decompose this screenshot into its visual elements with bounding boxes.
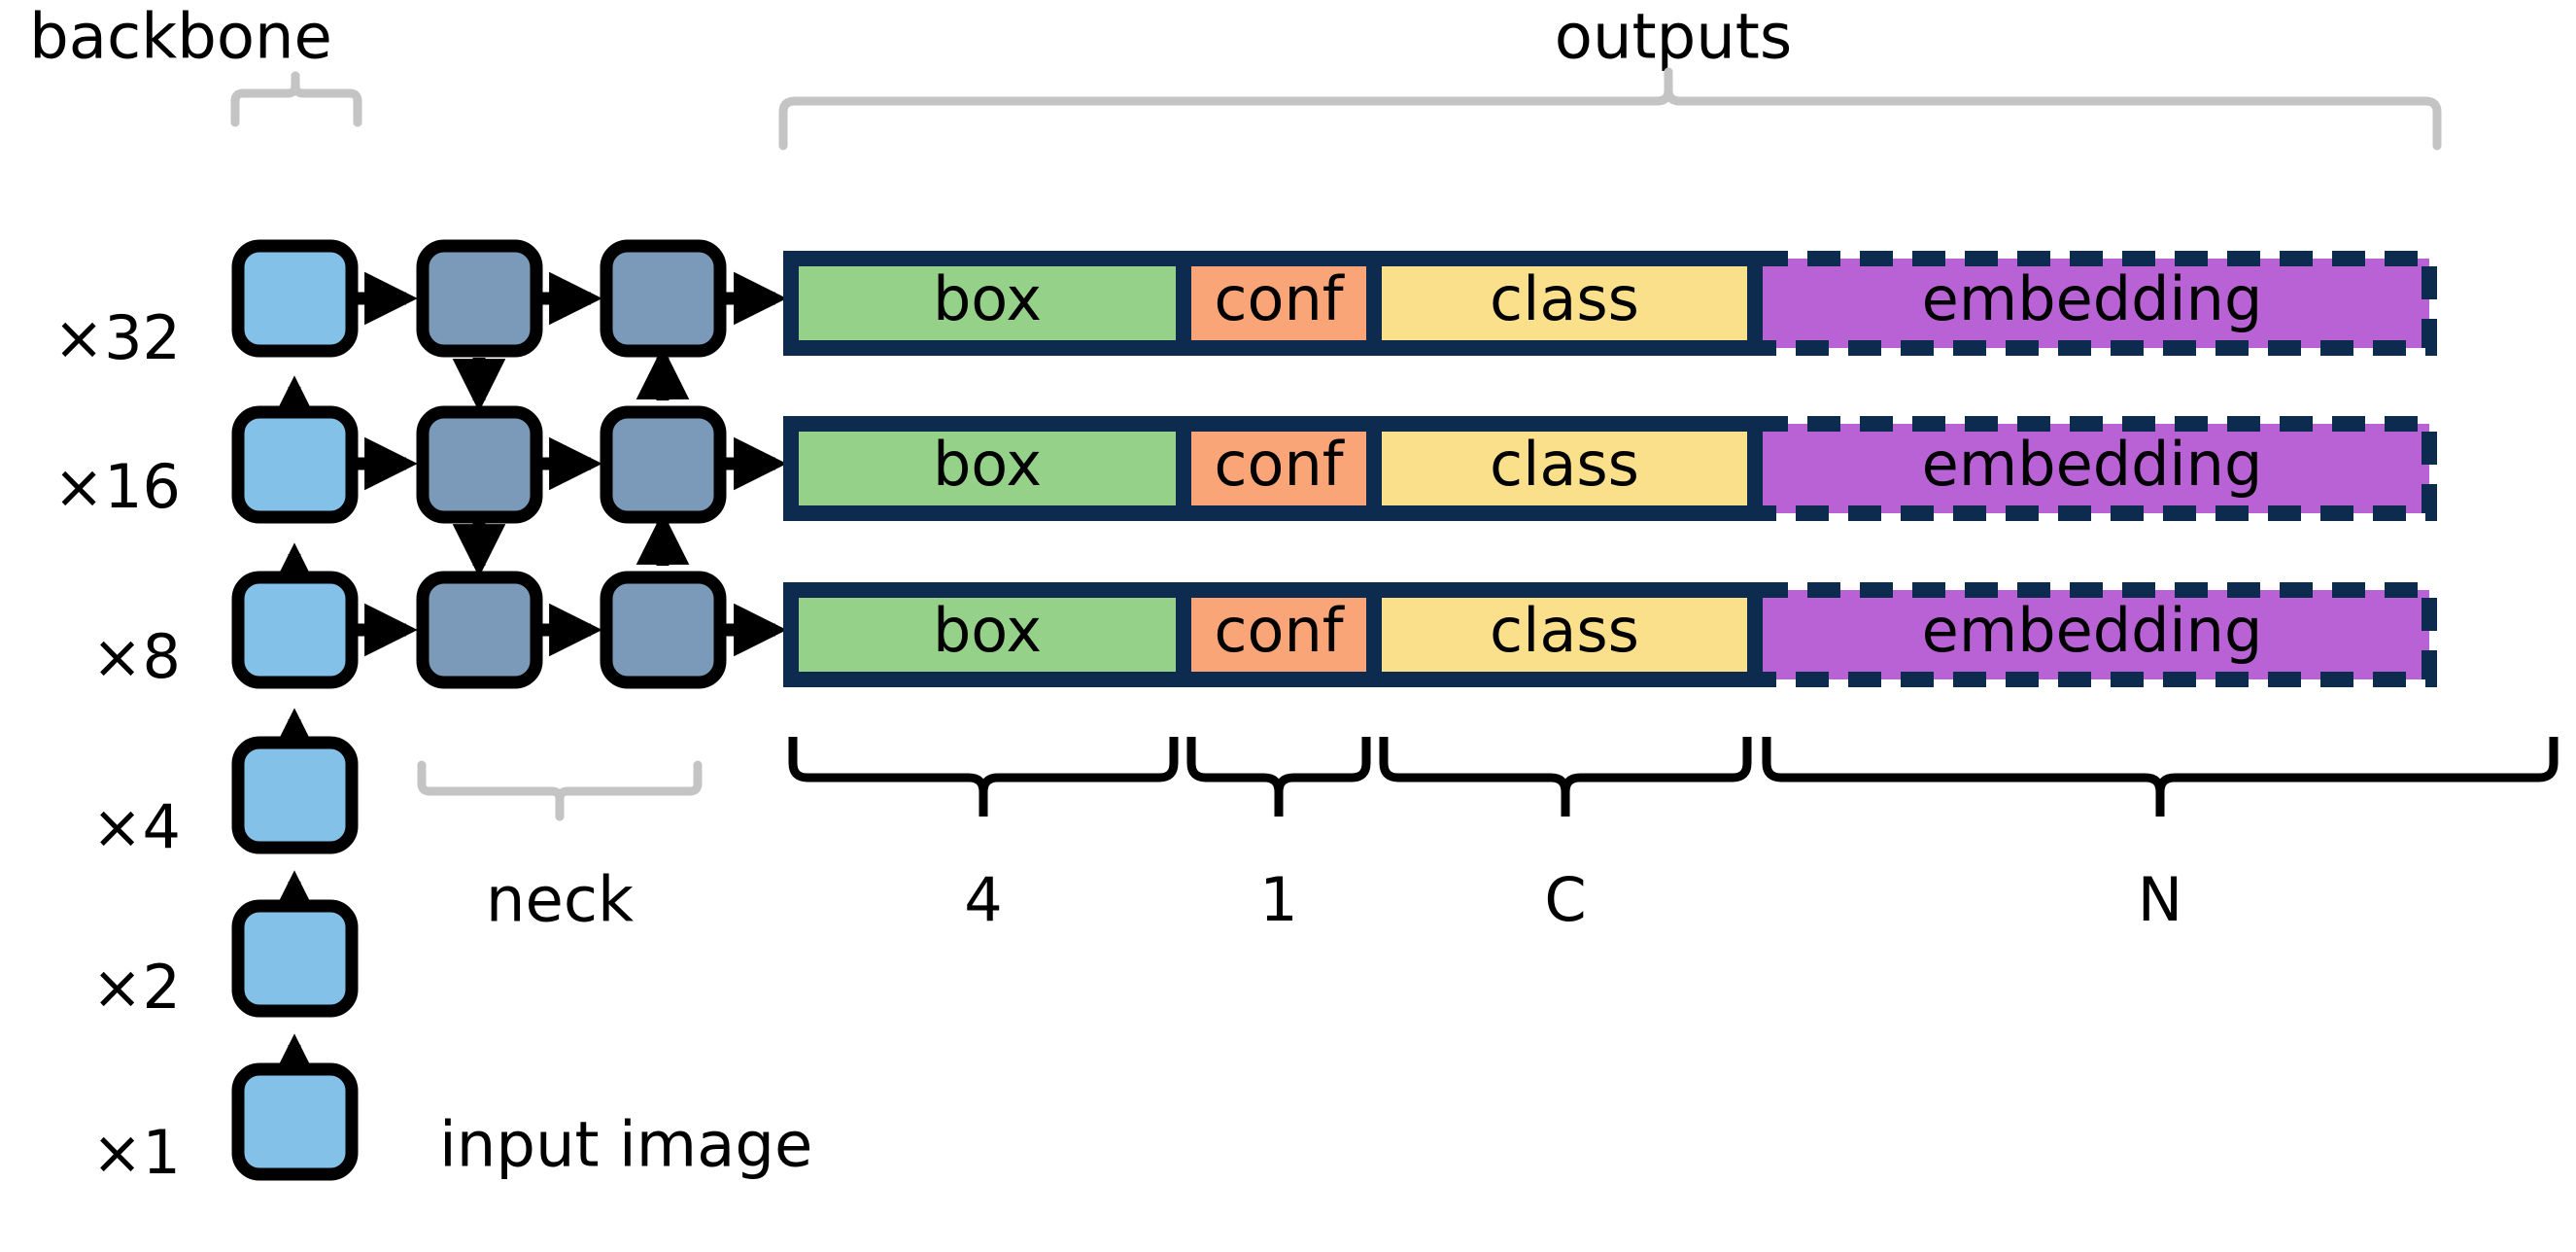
output-label-class-row2: class — [1490, 429, 1639, 500]
backbone-brace — [230, 71, 362, 127]
dimension-label-4: 4 — [964, 864, 1002, 935]
output-label-embedding-row2: embedding — [1922, 429, 2263, 500]
output-frame-embedding-row2 — [1747, 416, 2437, 521]
backbone-group-label: backbone — [29, 2, 332, 74]
output-segment-embedding-row1[interactable] — [1755, 259, 2429, 348]
backbone-block-x2[interactable] — [231, 899, 359, 1018]
output-segment-conf-row3[interactable] — [1184, 590, 1374, 679]
neck-block-col1-row1[interactable] — [416, 239, 543, 358]
backbone-block-x16[interactable] — [231, 405, 359, 524]
output-frame-embedding-row1 — [1747, 251, 2437, 356]
neck-block-col2-row2[interactable] — [600, 405, 727, 524]
scale-label-x32: ×32 — [53, 302, 181, 373]
neck-block-col2-row1[interactable] — [600, 239, 727, 358]
neck-block-col1-row3[interactable] — [416, 571, 543, 689]
output-label-class-row1: class — [1490, 263, 1639, 334]
backbone-block-x4[interactable] — [231, 736, 359, 854]
dimension-label-C: C — [1544, 864, 1586, 935]
output-label-box-row3: box — [933, 595, 1042, 666]
input-image-label: input image — [439, 1110, 812, 1182]
output-label-box-row1: box — [933, 263, 1042, 334]
outputs-group-label: outputs — [1555, 2, 1792, 74]
output-row-x8: box conf class embedding — [783, 582, 2437, 687]
outputs-brace — [778, 67, 2442, 151]
neck-block-col1-row2[interactable] — [416, 405, 543, 524]
output-segment-box-row3[interactable] — [791, 590, 1184, 679]
output-row-x32: box conf class embedding — [783, 251, 2437, 356]
scale-label-x16: ×16 — [53, 451, 181, 522]
output-segment-box-row1[interactable] — [791, 259, 1184, 348]
dimension-brace-N — [1762, 737, 2559, 817]
output-segment-class-row3[interactable] — [1374, 590, 1755, 679]
dimension-label-1: 1 — [1259, 864, 1297, 935]
backbone-block-x32[interactable] — [231, 239, 359, 358]
output-segment-embedding-row3[interactable] — [1755, 590, 2429, 679]
scale-label-x4: ×4 — [92, 791, 181, 862]
scale-label-x1: ×1 — [92, 1117, 181, 1188]
output-segment-conf-row2[interactable] — [1184, 424, 1374, 513]
output-segment-embedding-row2[interactable] — [1755, 424, 2429, 513]
neck-brace — [417, 760, 703, 821]
scale-label-x8: ×8 — [92, 621, 181, 692]
output-label-class-row3: class — [1490, 595, 1639, 666]
neck-group-label: neck — [486, 865, 634, 937]
output-label-box-row2: box — [933, 429, 1042, 500]
backbone-block-x8[interactable] — [231, 571, 359, 689]
scale-label-x2: ×2 — [92, 952, 181, 1023]
output-frame-embedding-row3 — [1747, 582, 2437, 687]
output-segment-box-row2[interactable] — [791, 424, 1184, 513]
output-segment-class-row2[interactable] — [1374, 424, 1755, 513]
dimension-brace-1 — [1186, 737, 1371, 817]
output-label-conf-row1: conf — [1214, 263, 1345, 334]
dimension-label-N: N — [2138, 864, 2182, 935]
output-label-embedding-row1: embedding — [1922, 263, 2263, 334]
output-row-x16: box conf class embedding — [783, 416, 2437, 521]
output-segment-class-row1[interactable] — [1374, 259, 1755, 348]
output-segment-conf-row1[interactable] — [1184, 259, 1374, 348]
dimension-brace-4 — [788, 737, 1179, 817]
output-label-conf-row2: conf — [1214, 429, 1345, 500]
neck-block-col2-row3[interactable] — [600, 571, 727, 689]
output-label-conf-row3: conf — [1214, 595, 1345, 666]
output-label-embedding-row3: embedding — [1922, 595, 2263, 666]
dimension-brace-C — [1379, 737, 1752, 817]
backbone-column — [231, 239, 359, 1181]
neck-columns — [416, 239, 727, 689]
backbone-block-x1-input[interactable] — [231, 1062, 359, 1181]
